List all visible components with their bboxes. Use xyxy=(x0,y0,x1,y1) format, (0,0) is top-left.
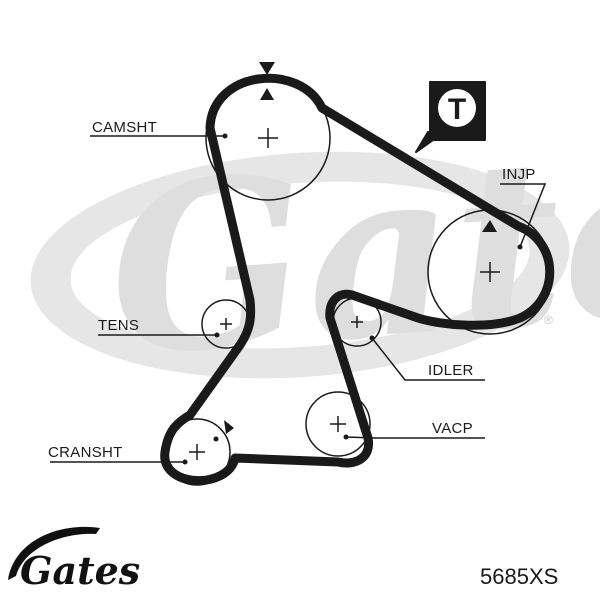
label-crankshaft: CRANSHT xyxy=(48,444,123,461)
injection-pump-pulley-mark xyxy=(482,220,497,232)
brand-logo-text: Gates xyxy=(20,548,140,593)
watermark-text: Gates xyxy=(101,88,600,408)
timing-badge-letter: T xyxy=(448,93,466,126)
timing-badge: T xyxy=(415,81,486,153)
part-number: 5685XS xyxy=(480,564,558,589)
camshaft-timing-marker xyxy=(259,62,275,75)
label-vacuum-pump: VACP xyxy=(432,420,473,437)
label-idler: IDLER xyxy=(428,362,474,379)
label-tensioner: TENS xyxy=(98,317,139,334)
watermark: Gates ® xyxy=(30,88,600,408)
leader-lines xyxy=(50,135,547,463)
crankshaft-pulley xyxy=(163,418,231,486)
registered-mark: ® xyxy=(544,313,553,327)
injection-pump-pulley xyxy=(427,209,553,335)
crankshaft-timing-marker xyxy=(224,420,234,434)
gates-logo: Gates xyxy=(8,526,140,593)
label-injection-pump: INJP xyxy=(502,166,536,183)
tensioner-pulley xyxy=(201,299,251,349)
camshaft-pulley-mark xyxy=(260,88,274,100)
label-camshaft: CAMSHT xyxy=(92,119,157,136)
